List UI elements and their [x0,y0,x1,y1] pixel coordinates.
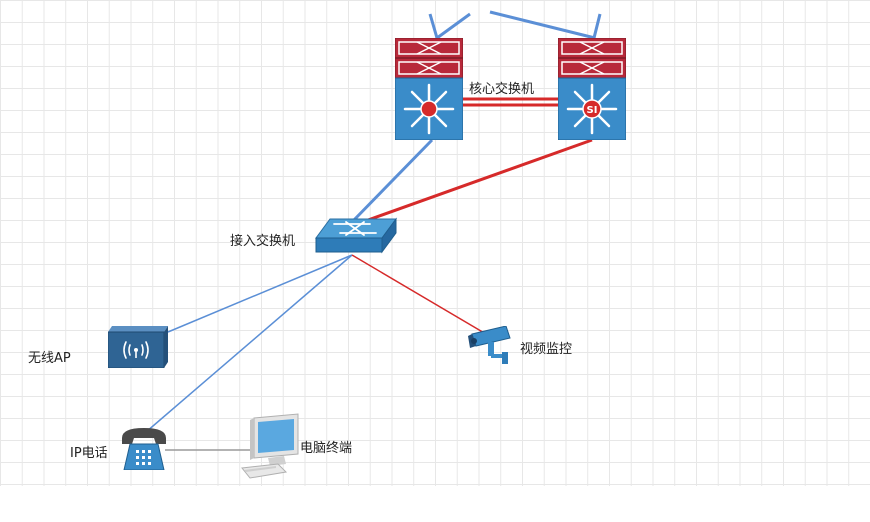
uplink-cross [436,12,471,40]
link-access-to-camera [351,254,487,335]
ip-phone-label: IP电话 [70,446,108,461]
uplink-right-core [592,13,602,39]
link-core-left-to-access [350,138,434,224]
canvas-bottom-margin [0,486,870,522]
link-core-right-to-access [367,138,593,222]
access-switch-icon[interactable] [312,216,398,256]
video-surveillance-label: 视频监控 [520,342,573,357]
core-switch-icon[interactable] [395,38,463,140]
uplink-top-span [489,10,596,40]
core-switch-si-icon[interactable]: SI [558,38,626,140]
ip-phone-icon[interactable] [120,426,168,470]
wireless-ap-label: 无线AP [28,351,71,366]
link-access-to-phone [145,254,353,433]
access-switch-label: 接入交换机 [230,234,296,249]
core-switch-label: 核心交换机 [469,82,535,97]
pc-terminal-icon[interactable] [240,412,302,480]
surveillance-camera-icon[interactable] [466,326,514,366]
uplink-left-core [428,13,439,39]
wireless-ap-icon[interactable] [108,326,168,368]
svg-text:SI: SI [587,105,598,116]
pc-terminal-label: 电脑终端 [300,441,353,456]
link-access-to-ap [167,254,353,333]
